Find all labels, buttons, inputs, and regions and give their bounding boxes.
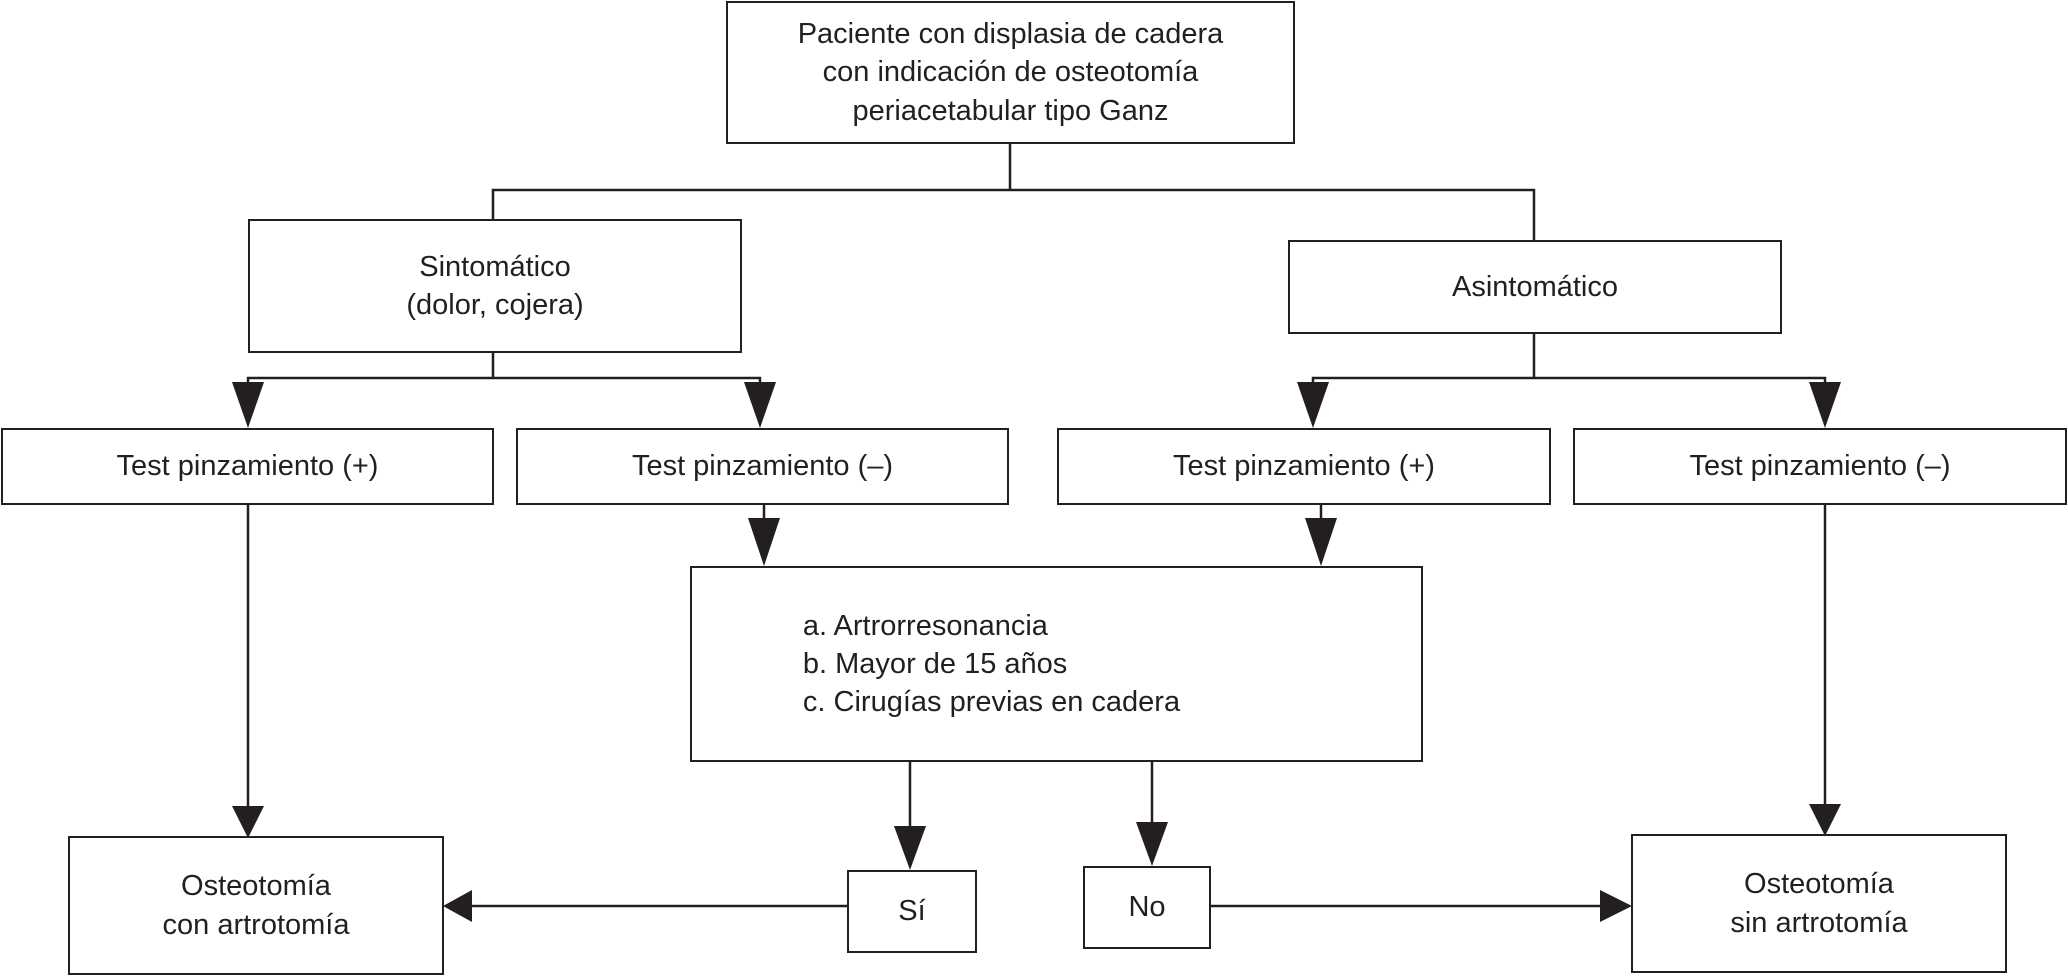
node-asymptomatic-label: Asintomático — [1451, 270, 1618, 303]
node-test-right-negative: Test pinzamiento (–) — [1573, 428, 2067, 505]
arrowhead-to-criteria-from-right — [1305, 518, 1337, 566]
node-no-label: No — [1128, 891, 1166, 924]
node-symptomatic-line-1: Sintomático — [419, 250, 571, 283]
connector-root-split — [491, 144, 1536, 240]
node-symptomatic-line-2: (dolor, cojera) — [406, 289, 584, 321]
criteria-item-a: a. Artrorresonancia — [802, 609, 1048, 642]
node-symptomatic: Sintomático (dolor, cojera) — [248, 219, 742, 353]
node-test-left-negative: Test pinzamiento (–) — [516, 428, 1009, 505]
connector-asymptomatic-split — [1311, 334, 1827, 384]
node-yes-label: Sí — [898, 895, 926, 928]
arrowhead-to-yes — [894, 826, 926, 870]
arrowhead-to-outcome-left-horizontal — [443, 890, 472, 922]
node-test-right-positive: Test pinzamiento (+) — [1057, 428, 1551, 505]
node-criteria: a. Artrorresonancia b. Mayor de 15 años … — [690, 566, 1423, 762]
arrowhead-to-outcome-right-horizontal — [1600, 890, 1632, 922]
connector-symptomatic-split — [246, 352, 762, 384]
arrowhead-to-outcome-right — [1809, 804, 1841, 836]
arrowhead-to-no — [1136, 822, 1168, 866]
node-outcome-left: Osteotomía con artrotomía — [68, 836, 444, 975]
node-root-line-1: Paciente con displasia de cadera — [797, 18, 1224, 51]
node-root-line-2: con indicación de osteotomía — [822, 56, 1199, 89]
criteria-item-b: b. Mayor de 15 años — [802, 647, 1068, 680]
arrowhead-to-test-left-neg — [744, 382, 776, 428]
node-no: No — [1083, 866, 1211, 949]
arrowhead-to-outcome-left — [232, 806, 264, 838]
node-test-right-positive-label: Test pinzamiento (+) — [1173, 450, 1435, 483]
node-test-left-positive: Test pinzamiento (+) — [1, 428, 494, 505]
criteria-item-c: c. Cirugías previas en cadera — [802, 686, 1181, 719]
node-asymptomatic: Asintomático — [1288, 240, 1782, 334]
node-root: Paciente con displasia de cadera con ind… — [726, 1, 1295, 144]
node-outcome-left-line-1: Osteotomía — [181, 870, 331, 903]
node-outcome-right-line-1: Osteotomía — [1744, 868, 1894, 901]
node-test-right-negative-label: Test pinzamiento (–) — [1689, 450, 1951, 483]
node-outcome-right: Osteotomía sin artrotomía — [1631, 834, 2007, 973]
arrowhead-to-criteria-from-left — [748, 518, 780, 566]
node-root-line-3: periacetabular tipo Ganz — [852, 94, 1169, 127]
node-outcome-right-line-2: sin artrotomía — [1730, 906, 1908, 939]
arrowhead-to-test-left-pos — [232, 382, 264, 428]
arrowhead-to-test-right-pos — [1297, 382, 1329, 428]
node-outcome-left-line-2: con artrotomía — [162, 908, 350, 941]
node-test-left-negative-label: Test pinzamiento (–) — [631, 450, 894, 483]
node-test-left-positive-label: Test pinzamiento (+) — [116, 450, 379, 483]
arrowhead-to-test-right-neg — [1809, 382, 1841, 428]
node-yes: Sí — [847, 870, 977, 953]
